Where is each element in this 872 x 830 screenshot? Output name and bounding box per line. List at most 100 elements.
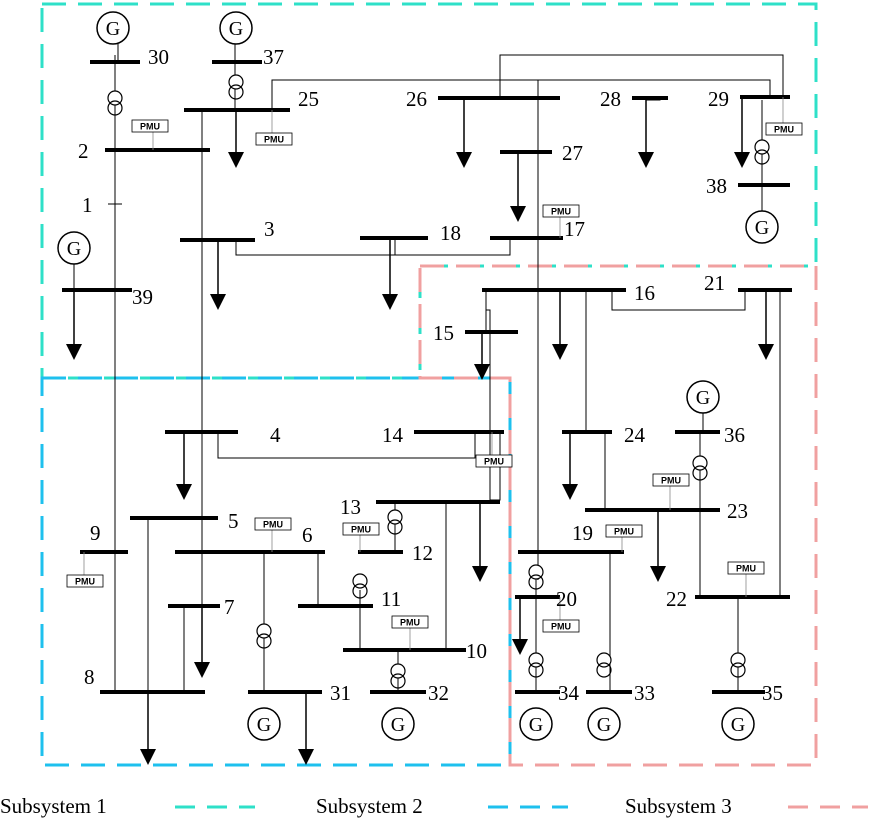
pmu-label: PMU — [774, 125, 794, 135]
pmu-icon — [542, 204, 580, 218]
bus-label-11: 11 — [381, 587, 401, 611]
pmu-icon — [254, 517, 292, 531]
transformer-icon — [352, 583, 368, 599]
load-arrow-icon — [510, 206, 526, 222]
bus-label-36: 36 — [724, 423, 745, 447]
transformer-icon — [107, 100, 123, 116]
bus-label-1: 1 — [82, 193, 93, 217]
legend-label: Subsystem 3 — [625, 794, 732, 818]
generator-icon — [57, 231, 91, 265]
generator-label: G — [67, 238, 81, 260]
load-arrow-icon — [228, 152, 244, 168]
legend-swatch-3 — [788, 805, 868, 809]
transformer-icon — [528, 574, 544, 590]
bus-label-28: 28 — [600, 87, 621, 111]
transformer-icon — [390, 673, 406, 689]
load-arrow-icon — [650, 566, 666, 582]
pmu-icon — [727, 561, 765, 575]
generator-label: G — [106, 18, 120, 40]
pmu-icon — [255, 132, 293, 146]
transmission-line — [394, 240, 511, 256]
subsystem-3-region — [418, 264, 818, 767]
pmu-label: PMU — [264, 135, 284, 145]
bus-label-16: 16 — [634, 281, 655, 305]
bus-label-13: 13 — [340, 495, 361, 519]
bus-label-8: 8 — [84, 665, 95, 689]
bus-label-33: 33 — [634, 681, 655, 705]
legend-subsystem-2: Subsystem 2 — [316, 794, 423, 819]
bus-label-7: 7 — [224, 595, 235, 619]
generator-label: G — [391, 714, 405, 736]
pmu-label: PMU — [661, 476, 681, 486]
bus-label-34: 34 — [558, 681, 580, 705]
pmu-icon — [542, 619, 580, 633]
transformer-icon — [228, 84, 244, 100]
bus-label-18: 18 — [440, 221, 461, 245]
transmission-line — [235, 240, 396, 256]
legend-swatch-1 — [175, 805, 255, 809]
generator-icon — [745, 210, 779, 244]
generator-label: G — [597, 714, 611, 736]
bus-label-20: 20 — [556, 587, 577, 611]
generator-icon — [587, 707, 621, 741]
load-arrow-icon — [66, 344, 82, 360]
legend-label: Subsystem 1 — [0, 794, 107, 818]
bus-label-26: 26 — [406, 87, 427, 111]
pmu-icon — [475, 454, 513, 468]
load-arrow-icon — [562, 484, 578, 500]
pmu-label: PMU — [736, 564, 756, 574]
load-arrow-icon — [472, 566, 488, 582]
pmu-label: PMU — [140, 122, 160, 132]
pmu-label: PMU — [614, 527, 634, 537]
generator-label: G — [529, 714, 543, 736]
bus-label-12: 12 — [412, 541, 433, 565]
pmu-icon — [605, 524, 643, 538]
load-arrow-icon — [734, 152, 750, 168]
transformer-icon — [692, 465, 708, 481]
transmission-line — [536, 79, 771, 98]
transmission-line — [217, 432, 476, 459]
bus-label-9: 9 — [90, 521, 101, 545]
bus-label-19: 19 — [572, 521, 593, 545]
bus-label-21: 21 — [704, 271, 725, 295]
legend-subsystem-3: Subsystem 3 — [625, 794, 732, 819]
bus-label-14: 14 — [382, 423, 404, 447]
bus-label-35: 35 — [762, 681, 783, 705]
legend-subsystem-1: Subsystem 1 — [0, 794, 107, 819]
load-arrow-icon — [638, 152, 654, 168]
bus-label-15: 15 — [433, 321, 454, 345]
load-arrow-icon — [140, 749, 156, 765]
bus-label-2: 2 — [78, 139, 89, 163]
generator-icon — [247, 707, 281, 741]
transformer-icon — [730, 662, 746, 678]
bus-label-32: 32 — [428, 681, 449, 705]
load-arrow-icon — [298, 749, 314, 765]
load-arrow-icon — [456, 152, 472, 168]
load-arrow-icon — [176, 484, 192, 500]
generator-icon — [519, 707, 553, 741]
transformer-icon — [387, 519, 403, 535]
pmu-icon — [652, 473, 690, 487]
pmu-label: PMU — [263, 520, 283, 530]
generator-label: G — [257, 714, 271, 736]
pmu-label: PMU — [484, 457, 504, 467]
pmu-icon — [391, 615, 429, 629]
bus-label-27: 27 — [562, 141, 583, 165]
bus-label-39: 39 — [132, 285, 153, 309]
subsystem-2-region — [40, 376, 512, 767]
load-arrow-icon — [512, 639, 528, 655]
pmu-label: PMU — [75, 577, 95, 587]
bus-label-24: 24 — [624, 423, 646, 447]
pmu-icon — [66, 574, 104, 588]
transformer-icon — [754, 149, 770, 165]
bus-label-17: 17 — [564, 217, 585, 241]
bus-label-10: 10 — [466, 639, 487, 663]
transformer-icon — [256, 633, 272, 649]
generator-label: G — [229, 18, 243, 40]
bus-label-6: 6 — [302, 523, 313, 547]
bus-label-38: 38 — [706, 174, 727, 198]
load-arrow-icon — [210, 294, 226, 310]
generator-label: G — [755, 217, 769, 239]
pmu-label: PMU — [400, 618, 420, 628]
generator-icon — [721, 707, 755, 741]
